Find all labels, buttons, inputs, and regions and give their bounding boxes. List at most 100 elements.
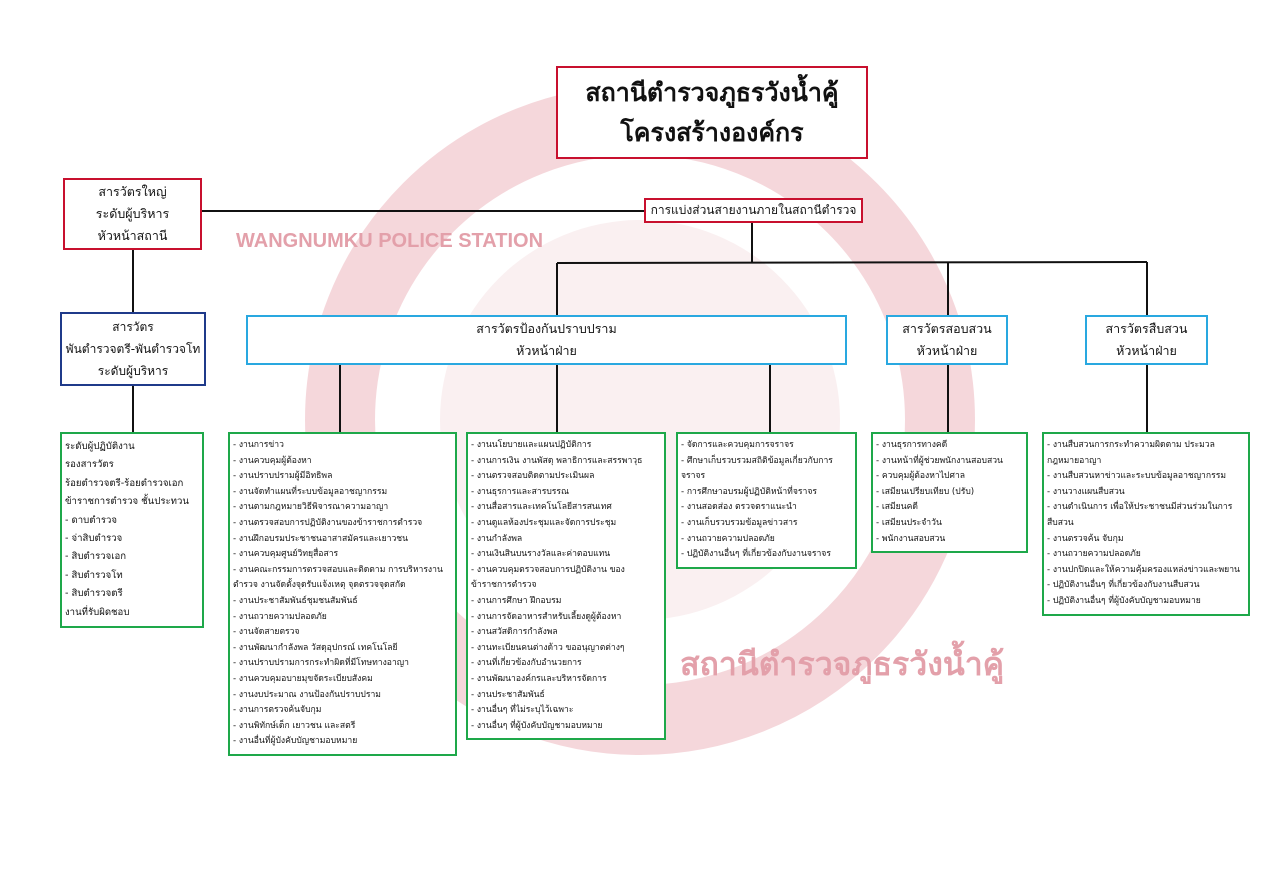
list-item: - งานสื่อสารและเทคโนโลยีสารสนเทศ [471, 502, 612, 513]
list-item: สารวัตรสอบสวน [902, 321, 992, 336]
inquiry-duties-list: - งานธุรการทางคดี - งานหน้าที่ผู้ช่วยพนัก… [871, 432, 1028, 554]
org-title-box: สถานีตำรวจภูธรวังน้ำคู้ โครงสร้างองค์กร [556, 66, 868, 159]
list-item: หัวหน้าฝ่าย [916, 343, 978, 358]
list-item: - งานฝึกอบรมประชาชนอาสาสมัครและเยาวชน [233, 533, 409, 544]
list-item: - งานเงินสินบนรางวัลและค่าตอบแทน [471, 549, 611, 560]
list-item: - งานคณะกรรมการตรวจสอบและติดตาม การบริหา… [233, 564, 443, 591]
list-item: - พนักงานสอบสวน [876, 533, 946, 544]
staff-levels-list: ระดับผู้ปฏิบัติงานรองสารวัตรร้อยตำรวจตรี… [60, 432, 204, 629]
division-box: การแบ่งส่วนสายงานภายในสถานีตำรวจ [644, 198, 863, 223]
list-item: - จัดการและควบคุมการจราจร [681, 440, 794, 450]
list-item: - งานพิทักษ์เด็ก เยาวชน และสตรี [233, 720, 356, 731]
list-item: - งานควบคุมอบายมุขจัดระเบียบสังคม [233, 673, 373, 684]
list-item: งานที่รับผิดชอบ [65, 606, 130, 618]
prevention-duties-list-b: - งานนโยบายและแผนปฏิบัติการ - งานการเงิน … [466, 432, 666, 741]
list-item: - งานนโยบายและแผนปฏิบัติการ [471, 440, 592, 450]
list-item: ข้าราชการตำรวจ ชั้นประทวน [65, 496, 189, 508]
list-item: - งานวางแผนสืบสวน [1047, 486, 1125, 497]
list-item: - งานที่เกี่ยวข้องกับอำนวยการ [471, 658, 582, 669]
list-item: ระดับผู้ปฏิบัติงาน [65, 441, 135, 452]
list-item: - ดาบตำรวจ [65, 514, 117, 526]
list-item: - เสมียนเปรียบเทียบ (ปรับ) [876, 486, 975, 497]
list-item: - งานเก็บรวบรวมข้อมูลข่าวสาร [681, 517, 798, 528]
list-item: - งานสืบสวนหาข่าวและระบบข้อมูลอาชญากรรม [1047, 471, 1226, 482]
list-item: - งานถวายความปลอดภัย [233, 611, 327, 622]
investigation-box: สารวัตรสืบสวนหัวหน้าฝ่าย [1085, 315, 1208, 365]
list-item: สารวัตรสืบสวน [1105, 321, 1188, 336]
prevention-suppression-box: สารวัตรป้องกันปราบปรามหัวหน้าฝ่าย [246, 315, 847, 365]
watermark-text-en: WANGNUMKU POLICE STATION [236, 230, 544, 252]
list-item: - ศึกษาเก็บรวบรวมสถิติข้อมูลเกี่ยวกับการ… [681, 455, 833, 482]
list-item: หัวหน้าฝ่าย [516, 343, 577, 358]
list-item: - งานดูแลห้องประชุมและจัดการประชุม [471, 517, 617, 528]
list-item: - งานอื่นๆ ที่ผู้บังคับบัญชามอบหมาย [471, 720, 603, 731]
watermark-text-th: สถานีตำรวจภูธรวังน้ำคู้ [680, 646, 1005, 682]
list-item: - งานหน้าที่ผู้ช่วยพนักงานสอบสวน [876, 455, 1003, 466]
list-item: - งานสืบสวนการกระทำความผิดตาม ประมวลกฎหม… [1047, 440, 1215, 466]
list-item: - ปฏิบัติงานอื่นๆ ที่เกี่ยวข้องกับงานสืบ… [1047, 580, 1200, 591]
list-item: - งานตรวจค้น จับกุม [1047, 533, 1124, 544]
list-item: หัวหน้าฝ่าย [1116, 343, 1177, 358]
list-item: - งานทะเบียนคนต่างด้าว ขออนุญาตต่างๆ [471, 642, 625, 653]
list-item: - งานการจัดอาหารสำหรับเลี้ยงดูผู้ต้องหา [471, 611, 622, 622]
list-item: - การศึกษาอบรมผู้ปฏิบัติหน้าที่จราจร [681, 486, 817, 497]
list-item: - งานปราบปรามผู้มีอิทธิพล [233, 471, 333, 482]
list-item: - งานจัดทำแผนที่ระบบข้อมูลอาชญากรรม [233, 486, 388, 497]
list-item: - งานธุรการทางคดี [876, 440, 948, 450]
list-item: - สิบตำรวจเอก [65, 551, 127, 563]
list-item: - งานปกปิดและให้ความคุ้มครองแหล่งข่าวและ… [1047, 564, 1240, 575]
list-item: - งานถวายความปลอดภัย [681, 533, 775, 544]
traffic-duties-list: - จัดการและควบคุมการจราจร - ศึกษาเก็บรวบร… [676, 432, 857, 569]
list-item: - งานธุรการและสารบรรณ [471, 486, 570, 497]
list-item: - งานตรวจสอบติดตามประเมินผล [471, 471, 595, 482]
list-item: - ปฏิบัติงานอื่นๆ ที่ผู้บังคับบัญชามอบหม… [1047, 595, 1201, 606]
list-item: ร้อยตำรวจตรี-ร้อยตำรวจเอก [65, 477, 184, 489]
list-item: - งานประชาสัมพันธ์ชุมชนสัมพันธ์ [233, 595, 358, 606]
investigation-duties-list: - งานสืบสวนการกระทำความผิดตาม ประมวลกฎหม… [1042, 432, 1250, 616]
list-item: - งานอื่นที่ผู้บังคับบัญชามอบหมาย [233, 736, 358, 747]
list-item: - งานงบประมาณ งานป้องกันปราบปราม [233, 689, 381, 700]
list-item: สารวัตรป้องกันปราบปราม [476, 321, 617, 336]
list-item: - งานประชาสัมพันธ์ [471, 689, 545, 700]
list-item: - งานการศึกษา ฝึกอบรม [471, 595, 562, 606]
list-item: ระดับผู้บริหาร [95, 206, 170, 221]
deputy-inspector-box: สารวัตรพันตำรวจตรี-พันตำรวจโทระดับผู้บริ… [60, 312, 206, 386]
list-item: - เสมียนคดี [876, 502, 918, 513]
list-item: - งานพัฒนากำลังพล วัสดุอุปกรณ์ เทคโนโลยี [233, 642, 398, 653]
division-label: การแบ่งส่วนสายงานภายในสถานีตำรวจ [650, 203, 857, 217]
list-item: - งานจัดสายตรวจ [233, 627, 300, 638]
list-item: - งานควบคุมผู้ต้องหา [233, 455, 312, 466]
list-item: - สิบตำรวจตรี [65, 588, 123, 600]
list-item: - สิบตำรวจโท [65, 569, 123, 581]
station-name: สถานีตำรวจภูธรวังน้ำคู้ [585, 77, 839, 107]
list-item: - งานถวายความปลอดภัย [1047, 549, 1141, 560]
inquiry-box: สารวัตรสอบสวนหัวหน้าฝ่าย [886, 315, 1008, 365]
list-item: - งานอื่นๆ ที่ไม่ระบุไว้เฉพาะ [471, 705, 574, 716]
list-item: สารวัตร [112, 320, 154, 334]
list-item: - งานกำลังพล [471, 533, 523, 544]
prevention-duties-list-a: - งานการข่าว - งานควบคุมผู้ต้องหา - งานปรา… [228, 432, 457, 756]
list-item: - งานการตรวจค้นจับกุม [233, 705, 322, 716]
list-item: - จ่าสิบตำรวจ [65, 533, 123, 545]
list-item: - ปฏิบัติงานอื่นๆ ที่เกี่ยวข้องกับงานจรา… [681, 549, 831, 560]
list-item: - งานสอดส่อง ตรวจตราแนะนำ [681, 502, 797, 513]
list-item: รองสารวัตร [65, 459, 114, 471]
list-item: - งานตามกฎหมายวิธีพิจารณาความอาญา [233, 502, 389, 513]
list-item: - งานควบคุมศูนย์วิทยุสื่อสาร [233, 549, 339, 560]
list-item: - งานตรวจสอบการปฏิบัติงานของข้าราชการตำร… [233, 517, 423, 528]
list-item: - งานการข่าว [233, 440, 284, 450]
list-item: - เสมียนประจำวัน [876, 517, 942, 528]
list-item: - งานสวัสดิการกำลังพล [471, 627, 558, 638]
list-item: สารวัตรใหญ่ [98, 184, 167, 199]
list-item: - งานการเงิน งานพัสดุ พลาธิการและสรรพาวุ… [471, 455, 643, 466]
chart-title: โครงสร้างองค์กร [620, 117, 804, 147]
list-item: - งานดำเนินการ เพื่อให้ประชาชนมีส่วนร่วม… [1047, 502, 1233, 528]
list-item: ระดับผู้บริหาร [97, 364, 169, 378]
list-item: - ควบคุมผู้ต้องหาไปศาล [876, 471, 966, 482]
list-item: - งานพัฒนาองค์กรและบริหารจัดการ [471, 673, 607, 684]
list-item: หัวหน้าสถานี [97, 228, 168, 243]
station-head-box: สารวัตรใหญ่ระดับผู้บริหารหัวหน้าสถานี [63, 178, 202, 250]
list-item: - งานควบคุมตรวจสอบการปฏิบัติงาน ของข้ารา… [471, 564, 625, 591]
list-item: พันตำรวจตรี-พันตำรวจโท [65, 342, 201, 356]
